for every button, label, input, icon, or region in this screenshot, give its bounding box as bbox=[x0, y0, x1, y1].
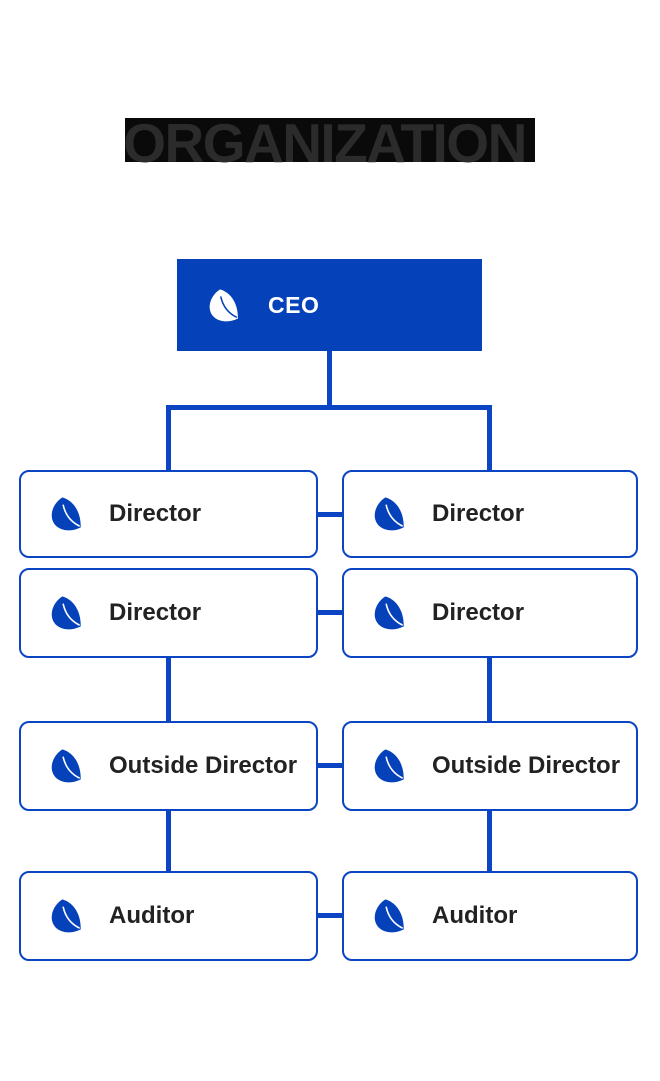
org-node-ceo: CEO bbox=[177, 259, 482, 351]
org-node-auditor-2: Auditor bbox=[342, 871, 638, 961]
org-node-label: Director bbox=[109, 500, 202, 527]
connector-row3-row4-left bbox=[166, 809, 171, 873]
org-node-outside-director-1: Outside Director bbox=[19, 721, 318, 811]
org-node-label: Outside Director bbox=[432, 752, 621, 779]
leaf-icon bbox=[49, 745, 87, 787]
org-node-director-1: Director bbox=[19, 470, 318, 558]
connector-row4-link bbox=[316, 913, 344, 918]
connector-row2-link bbox=[316, 610, 344, 615]
connector-row1-link bbox=[316, 512, 344, 517]
org-node-label: CEO bbox=[268, 291, 320, 318]
org-node-label: Director bbox=[432, 599, 525, 626]
leaf-icon bbox=[49, 592, 87, 634]
org-node-director-3: Director bbox=[19, 568, 318, 658]
org-node-outside-director-2: Outside Director bbox=[342, 721, 638, 811]
title-highlight-box: ORGANIZATION bbox=[123, 112, 535, 174]
org-node-label: Director bbox=[432, 500, 525, 527]
leaf-icon bbox=[49, 493, 87, 535]
connector-row2-row3-left bbox=[166, 656, 171, 723]
page-title: ORGANIZATION bbox=[123, 112, 527, 174]
org-node-label: Outside Director bbox=[109, 752, 298, 779]
connector-ceo-stem bbox=[327, 350, 332, 407]
connector-t-bar bbox=[166, 405, 492, 410]
org-node-auditor-1: Auditor bbox=[19, 871, 318, 961]
org-node-label: Auditor bbox=[432, 902, 518, 929]
leaf-icon bbox=[372, 493, 410, 535]
connector-row3-link bbox=[316, 763, 344, 768]
page-title-row: ORGANIZATION bbox=[0, 112, 660, 174]
connector-drop-right bbox=[487, 405, 492, 470]
leaf-icon bbox=[207, 285, 244, 326]
org-node-label: Auditor bbox=[109, 902, 195, 929]
org-node-director-2: Director bbox=[342, 470, 638, 558]
connector-row2-row3-right bbox=[487, 656, 492, 723]
leaf-icon bbox=[372, 745, 410, 787]
connector-drop-left bbox=[166, 405, 171, 470]
leaf-icon bbox=[49, 895, 87, 937]
leaf-icon bbox=[372, 895, 410, 937]
leaf-icon bbox=[372, 592, 410, 634]
connector-row3-row4-right bbox=[487, 809, 492, 873]
org-node-director-4: Director bbox=[342, 568, 638, 658]
org-node-label: Director bbox=[109, 599, 202, 626]
